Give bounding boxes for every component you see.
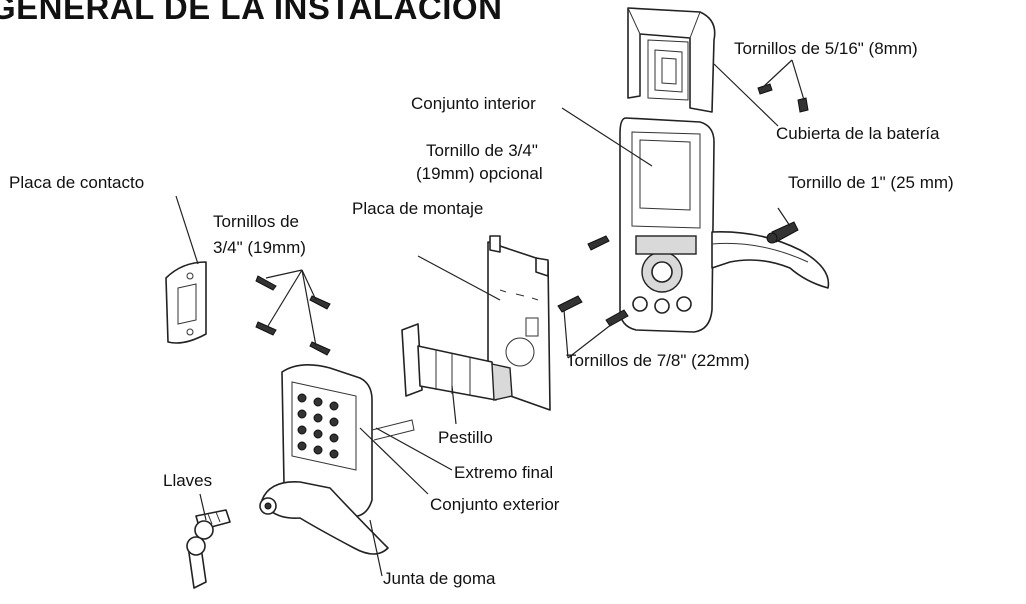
screw-3-4-optional xyxy=(587,235,610,251)
label-extremo-final: Extremo final xyxy=(454,463,554,482)
label-junta-goma: Junta de goma xyxy=(383,569,496,588)
label-tornillos-3-4-line1: Tornillos de xyxy=(213,212,299,231)
label-tornillos-7-8: Tornillos de 7/8" (22mm) xyxy=(566,351,750,370)
label-tornillo-3-4-line1: Tornillo de 3/4" xyxy=(426,141,538,160)
screws-5-16 xyxy=(757,83,809,113)
screw-1-inch xyxy=(766,221,799,244)
exterior-lever xyxy=(259,481,389,555)
label-tornillo-3-4-line2: (19mm) opcional xyxy=(416,164,543,183)
keypad-buttons xyxy=(297,393,339,459)
interior-assembly xyxy=(619,117,715,333)
keys xyxy=(186,509,231,589)
label-tornillos-5-16: Tornillos de 5/16" (8mm) xyxy=(734,39,918,58)
leader-lines xyxy=(175,59,805,577)
exterior-assembly xyxy=(281,364,415,518)
label-placa-contacto: Placa de contacto xyxy=(9,173,145,192)
label-cubierta-bateria: Cubierta de la batería xyxy=(776,124,940,143)
label-placa-montaje: Placa de montaje xyxy=(352,199,484,218)
screws-7-8 xyxy=(557,295,629,327)
label-conjunto-interior: Conjunto interior xyxy=(411,94,536,113)
contact-plate xyxy=(165,261,207,344)
screws-3-4 xyxy=(255,275,331,356)
label-conjunto-exterior: Conjunto exterior xyxy=(430,495,560,514)
battery-cover xyxy=(627,7,716,113)
label-tornillos-3-4-line2: 3/4" (19mm) xyxy=(213,238,306,257)
label-llaves: Llaves xyxy=(163,471,213,490)
label-tornillo-1: Tornillo de 1" (25 mm) xyxy=(788,173,954,192)
page-title: GENERAL DE LA INSTALACIÓN xyxy=(0,0,503,26)
latch xyxy=(401,323,513,401)
label-pestillo: Pestillo xyxy=(438,428,493,447)
